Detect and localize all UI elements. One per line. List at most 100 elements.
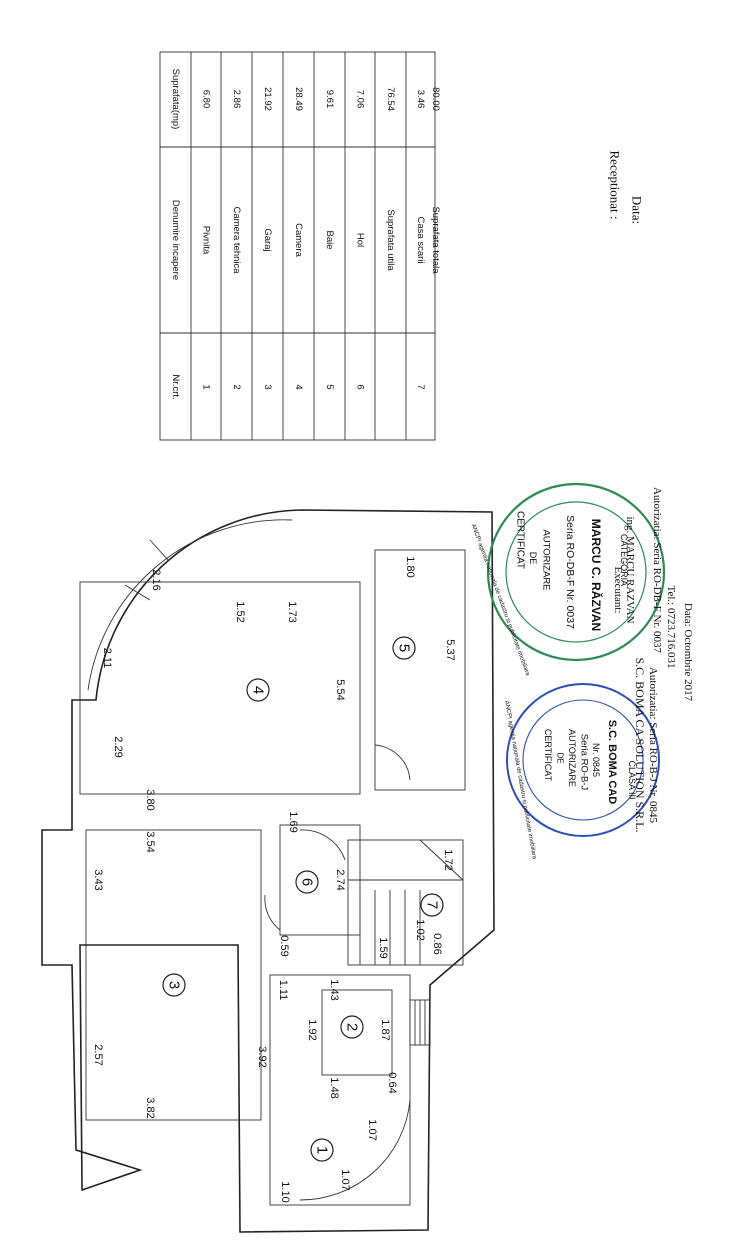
table-cell-name: Camera tehnica [231,206,242,274]
room-number: 6 [299,878,316,886]
dimension-d-1-73: 1.73 [286,601,298,622]
contractor-authorization: Autorizatia: Seria RO-B-J Nr. 0845 [647,667,659,824]
dimension-d-5-54: 5.54 [334,679,346,700]
room-4-outline [79,581,361,795]
door-swing-5 [374,744,411,781]
outer-walls [41,509,495,1233]
dimension-d-0-64: 0.64 [386,1072,398,1093]
table-cell-area: 80.00 [430,87,441,111]
contractor-block: S.C. BOMA CA SOLUTION S.R.L.Autorizatia:… [612,487,694,832]
room-number-circle [310,1138,334,1162]
dimension-d-1-52: 1.52 [234,601,246,622]
green-seal-authorization: AUTORIZARE [541,529,552,590]
table-cell-name: Hol [355,233,366,247]
dimension-d-3-82: 3.82 [144,1097,156,1118]
dimension-d-2-29: 2.29 [112,736,124,757]
blue-seal-ring-text: ANCPI agentia nationala de cadastru si p… [503,700,537,860]
dimension-d-0-86: 0.86 [431,933,443,954]
table-cell-nr: 5 [324,384,335,389]
table-cell-nr: 2 [231,384,242,389]
room-number: 3 [166,981,183,989]
dimension-d-1-11: 1.11 [277,980,289,1001]
blue-seal-title: CERTIFICAT [543,729,553,782]
dimension-d-1-43: 1.43 [328,979,340,1000]
table-cell-name: Garaj [262,228,273,251]
dimension-d-3-54: 3.54 [144,831,156,852]
room-number-circle [246,678,270,702]
room-number-circle [295,870,319,894]
table-cell-area: 2.86 [231,90,242,109]
dimension-d-2-74: 2.74 [334,869,346,890]
room-number: 5 [396,644,413,652]
reception-block: Receptionat :Data: [608,151,645,225]
dimension-d-1-92: 1.92 [306,1019,318,1040]
dimension-d-1-59: 1.59 [377,937,389,958]
dimension-d-2-57: 2.57 [92,1044,104,1065]
blue-seal-series: Seria RO-B-J [579,734,590,791]
table-header-nr: Nr.crt. [170,374,181,399]
room-number: 7 [424,901,441,909]
table-cell-name: Suprafata utila [385,209,396,271]
table-cell-name: Camera [293,223,304,258]
dimension-d-3-92: 3.92 [256,1046,268,1067]
door-swing-6 [299,829,346,861]
contractor-company: S.C. BOMA CA SOLUTION S.R.L. [633,657,647,832]
dimension-d-1-80: 1.80 [404,556,416,577]
table-cell-nr: 6 [355,384,366,389]
dimension-d-2-11: 2.11 [101,648,113,669]
area-table: Nr.crt.Denumire incapereSuprafata(mp)1Pi… [159,51,441,441]
green-seal-category: CATEGORIA [619,534,629,586]
blue-seal-category: CLASA III [627,760,637,799]
curved-wall-room-1 [299,1099,411,1201]
table-cell-area: 28.49 [293,87,304,111]
room-5-outline [374,549,466,791]
table-cell-area: 9.61 [324,90,335,109]
dimension-d-1-72: 1.72 [442,849,454,870]
table-cell-area: 3.46 [415,90,426,109]
room-3-outline [85,829,262,1121]
blue-seal-number: Nr. 0845 [591,743,601,777]
floor-plan [41,509,495,1233]
executant-label: Executant: [612,566,624,613]
table-cell-area: 21.92 [262,87,273,111]
curved-wall-inner [87,519,293,691]
dimension-d-1-69: 1.69 [287,811,299,832]
table-border [159,51,436,441]
green-seal-title: CERTIFICAT [515,511,526,569]
table-cell-area: 76.54 [385,87,396,111]
dimension-d-1-48: 1.48 [328,1077,340,1098]
table-cell-nr: 1 [201,384,212,389]
dimension-d-3-80: 3.80 [144,789,156,810]
table-cell-name: Suprafata totala [430,206,441,274]
dimension-d-1-02: 1.02 [414,919,426,940]
room-number-circle [162,973,186,997]
room-2-outline [321,989,393,1076]
room-1-outline [269,974,411,1206]
table-cell-nr: 7 [415,384,426,389]
dimension-d-1-07a: 1.07 [339,1169,351,1190]
room-number-circle [420,893,444,917]
table-cell-name: Casa scarii [415,217,426,264]
dimension-d-3-43: 3.43 [92,869,104,890]
reception-label: Receptionat : [608,151,623,220]
table-cell-area: 7.06 [355,90,366,109]
green-seal-series: Seria RO-DB-F Nr. 0037 [564,515,576,629]
green-authorization-seal [486,482,666,662]
blue-seal-de: DE [556,752,565,763]
engineer-authorization: Autorizatia: Seria RO-DB-F Nr. 0037 [651,487,663,653]
dimension-d-0-59: 0.59 [278,935,290,956]
table-header-name: Denumire incapere [170,200,181,280]
green-seal-name: MARCU C. RĂZVAN [589,519,604,631]
room-7-outline [347,839,464,966]
door-swing-3 [264,894,281,931]
green-seal-de: DE [528,552,538,565]
dimension-d-5-37: 5.37 [444,639,456,660]
table-cell-area: 6.80 [201,90,212,109]
contractor-phone: Tel.: 0723.716.031 [665,586,677,669]
dimension-d-1-87: 1.87 [379,1019,391,1040]
dimension-d-1-10: 1.10 [279,1181,291,1202]
